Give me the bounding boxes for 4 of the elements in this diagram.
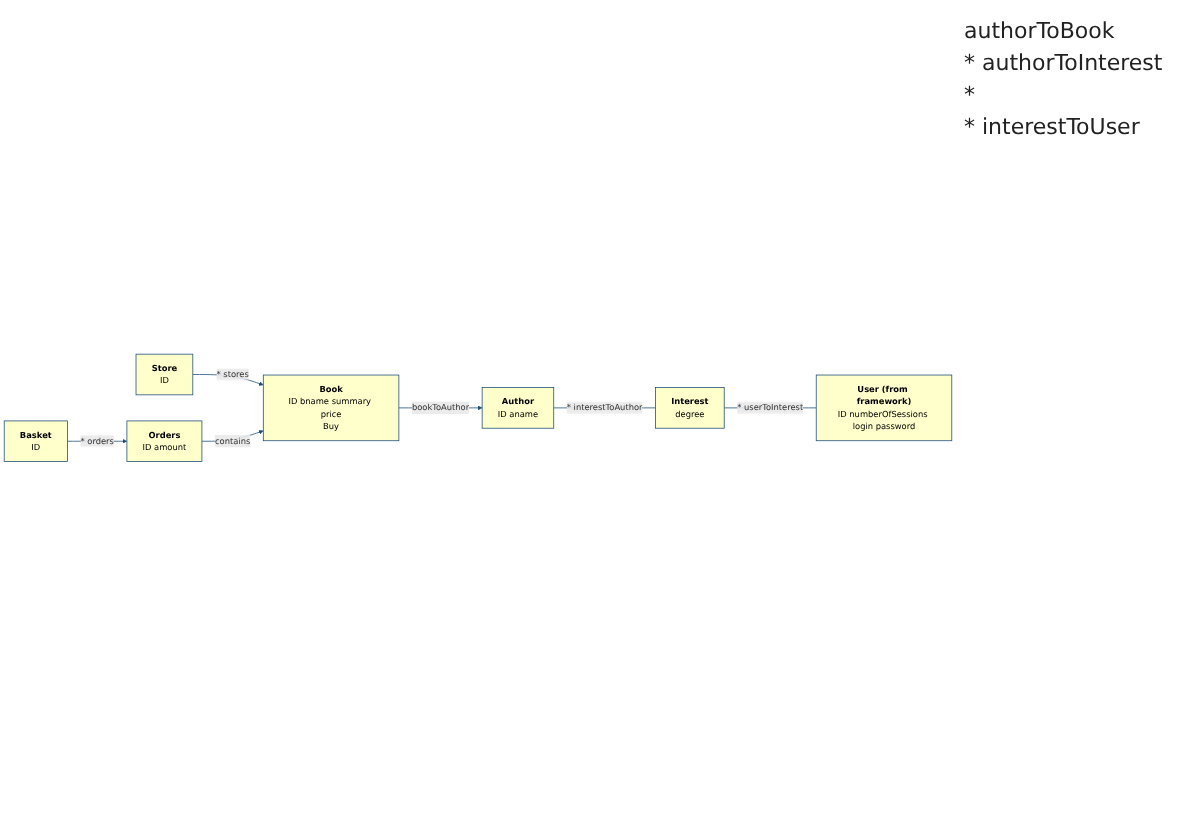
role-label: * bbox=[964, 82, 977, 108]
role-label: * interestToUser bbox=[964, 114, 1142, 140]
role-label: * authorToInterest bbox=[964, 50, 1165, 76]
role-label: authorToBook bbox=[964, 18, 1117, 44]
